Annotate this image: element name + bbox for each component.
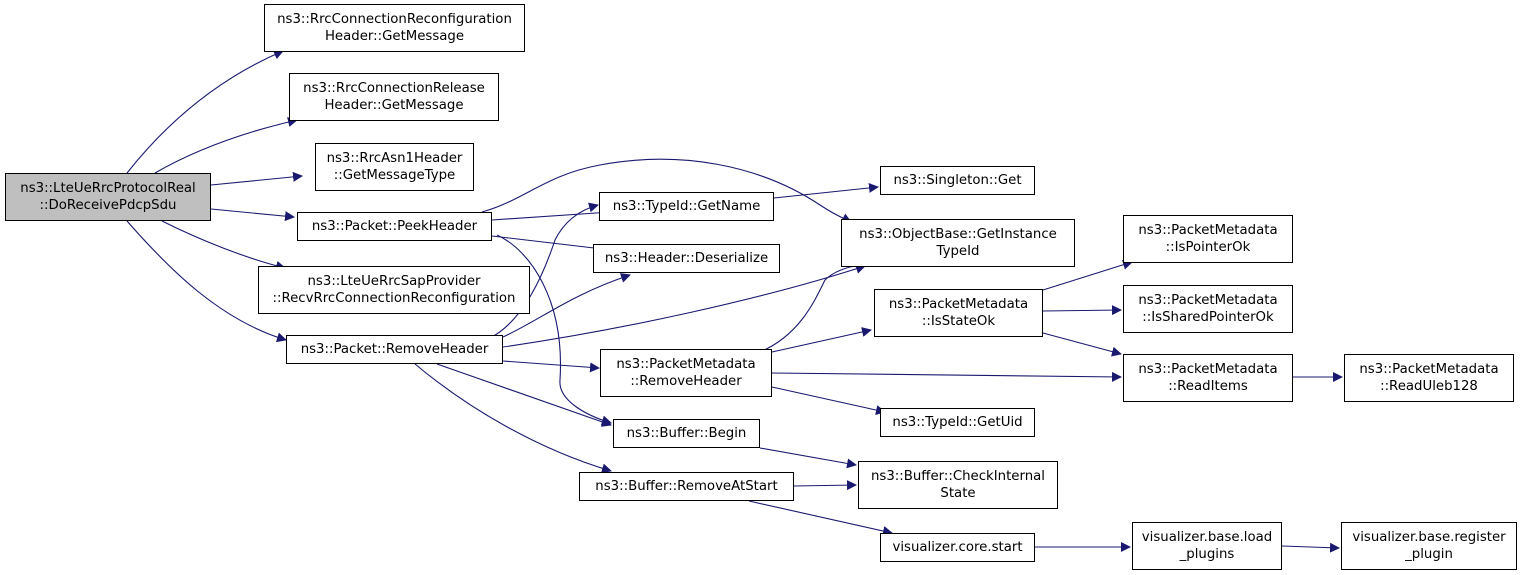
node-label-line: ns3::RrcAsn1Header — [326, 151, 463, 166]
node-label-line: Header::GetMessage — [324, 98, 464, 113]
node-label-line: ::GetMessageType — [333, 168, 456, 183]
node-visualizer-base-load-plugins[interactable]: visualizer.base.load _plugins — [1132, 522, 1282, 570]
node-label-line: ns3::Singleton::Get — [893, 173, 1022, 188]
node-label-line: ::ReadUleb128 — [1380, 379, 1478, 394]
call-edge-arrow — [502, 264, 866, 348]
node-packet-peek-header[interactable]: ns3::Packet::PeekHeader — [297, 212, 492, 241]
node-visualizer-core-start[interactable]: visualizer.core.start — [880, 533, 1035, 562]
node-packet-remove-header[interactable]: ns3::Packet::RemoveHeader — [286, 335, 503, 364]
call-edge-arrow — [126, 49, 284, 174]
node-label-line: ns3::PacketMetadata — [1138, 293, 1278, 308]
node-label-line: TypeId — [936, 244, 980, 259]
node-label-line: ::IsStateOk — [921, 314, 996, 329]
node-packet-metadata-is-state-ok[interactable]: ns3::PacketMetadata ::IsStateOk — [874, 289, 1043, 337]
node-buffer-remove-at-start[interactable]: ns3::Buffer::RemoveAtStart — [579, 472, 794, 501]
node-label-line: ns3::Packet::PeekHeader — [311, 219, 478, 234]
call-edge-arrow — [161, 220, 286, 271]
call-edge-arrow — [1042, 332, 1122, 357]
call-edge-arrow — [414, 363, 612, 474]
node-label-line: ns3::RrcConnectionReconfiguration — [277, 12, 512, 27]
node-label-line: _plugin — [1405, 547, 1453, 562]
node-buffer-check-internal-state[interactable]: ns3::Buffer::CheckInternal State — [858, 461, 1058, 509]
node-label-line: ns3::TypeId::GetUid — [892, 415, 1023, 430]
node-label-line: ::IsPointerOk — [1165, 240, 1251, 255]
node-label-line: ::RemoveHeader — [630, 374, 742, 389]
call-edge-arrow — [771, 371, 1122, 382]
call-edge-arrow — [1042, 305, 1122, 316]
node-label-line: ::IsSharedPointerOk — [1142, 310, 1274, 325]
node-object-base-get-instance-type-id[interactable]: ns3::ObjectBase::GetInstance TypeId — [841, 219, 1075, 267]
node-label-line: _plugins — [1179, 547, 1235, 562]
node-label-line: ns3::LteUeRrcProtocolReal — [20, 181, 196, 196]
node-singleton-get[interactable]: ns3::Singleton::Get — [880, 166, 1035, 195]
node-label-line: ns3::ObjectBase::GetInstance — [859, 227, 1057, 242]
call-edge-arrow — [210, 208, 295, 222]
node-rrc-asn1-header-get-message-type[interactable]: ns3::RrcAsn1Header ::GetMessageType — [315, 143, 474, 191]
node-label-line: ns3::Buffer::CheckInternal — [870, 469, 1045, 484]
call-edge-arrow — [436, 363, 612, 427]
node-label-line: Header::GetMessage — [324, 29, 465, 44]
call-edge-arrow — [1042, 259, 1133, 291]
call-edge-arrow — [771, 386, 886, 415]
node-root-do-receive-pdcp-sdu: ns3::LteUeRrcProtocolReal ::DoReceivePdc… — [5, 173, 211, 221]
node-label-line: ns3::PacketMetadata — [1138, 362, 1278, 377]
call-edge-arrow — [502, 273, 631, 338]
node-header-deserialize[interactable]: ns3::Header::Deserialize — [593, 244, 780, 273]
node-typeid-get-name[interactable]: ns3::TypeId::GetName — [599, 192, 774, 221]
node-rrc-connection-release-get-message[interactable]: ns3::RrcConnectionRelease Header::GetMes… — [289, 73, 499, 121]
call-edge-arrow — [773, 182, 879, 199]
call-edge-arrow — [771, 327, 872, 353]
call-edges — [126, 49, 1343, 553]
node-packet-metadata-remove-header[interactable]: ns3::PacketMetadata ::RemoveHeader — [600, 349, 772, 397]
call-edge-arrow — [489, 202, 599, 339]
node-packet-metadata-is-pointer-ok[interactable]: ns3::PacketMetadata ::IsPointerOk — [1123, 215, 1293, 263]
call-edge-arrow — [748, 500, 893, 536]
node-visualizer-base-register-plugin[interactable]: visualizer.base.register _plugin — [1341, 522, 1517, 570]
node-label-line: ns3::PacketMetadata — [616, 357, 756, 372]
node-label-line: State — [940, 486, 976, 501]
call-edge-arrow — [759, 447, 857, 469]
call-edge-arrow — [126, 220, 287, 343]
node-lte-ue-rrc-sap-provider-recv-reconfiguration[interactable]: ns3::LteUeRrcSapProvider ::RecvRrcConnec… — [258, 266, 530, 314]
node-packet-metadata-is-shared-pointer-ok[interactable]: ns3::PacketMetadata ::IsSharedPointerOk — [1123, 285, 1293, 333]
call-edge-arrow — [210, 171, 303, 186]
node-label-line: ns3::Buffer::Begin — [626, 426, 747, 441]
node-packet-metadata-read-uleb128[interactable]: ns3::PacketMetadata ::ReadUleb128 — [1344, 354, 1514, 402]
node-label-line: visualizer.base.load — [1141, 530, 1273, 545]
call-edge-arrow — [496, 234, 612, 426]
call-edge-arrow — [481, 158, 852, 223]
node-label-line: ns3::TypeId::GetName — [612, 199, 761, 214]
node-label-line: ns3::PacketMetadata — [1138, 223, 1278, 238]
call-edge-arrow — [491, 207, 612, 221]
node-label-line: ns3::Packet::RemoveHeader — [300, 342, 489, 357]
node-label-line: ::DoReceivePdcpSdu — [39, 198, 177, 213]
node-label-line: ns3::LteUeRrcSapProvider — [307, 274, 481, 289]
node-rrc-connection-reconfiguration-get-message[interactable]: ns3::RrcConnectionReconfiguration Header… — [264, 4, 525, 52]
node-label-line: ns3::PacketMetadata — [1359, 362, 1499, 377]
node-label-line: ns3::Header::Deserialize — [604, 251, 769, 266]
node-typeid-get-uid[interactable]: ns3::TypeId::GetUid — [880, 408, 1035, 437]
call-edge-arrow — [502, 360, 600, 373]
call-edge-arrow — [154, 117, 298, 174]
call-edge-arrow — [1281, 542, 1340, 553]
node-label-line: ns3::RrcConnectionRelease — [303, 81, 485, 96]
node-label-line: ::ReadItems — [1168, 379, 1248, 394]
call-edge-arrow — [491, 235, 612, 254]
node-buffer-begin[interactable]: ns3::Buffer::Begin — [613, 419, 760, 448]
node-label-line: ns3::PacketMetadata — [888, 297, 1029, 312]
node-label-line: ns3::Buffer::RemoveAtStart — [595, 479, 778, 494]
node-label-line: visualizer.core.start — [892, 540, 1023, 555]
call-edge-arrow — [793, 480, 857, 491]
node-label-line: ::RecvRrcConnectionReconfiguration — [272, 291, 516, 306]
node-packet-metadata-read-items[interactable]: ns3::PacketMetadata ::ReadItems — [1123, 354, 1293, 402]
node-label-line: visualizer.base.register — [1352, 530, 1506, 545]
call-edge-arrow — [759, 260, 867, 353]
